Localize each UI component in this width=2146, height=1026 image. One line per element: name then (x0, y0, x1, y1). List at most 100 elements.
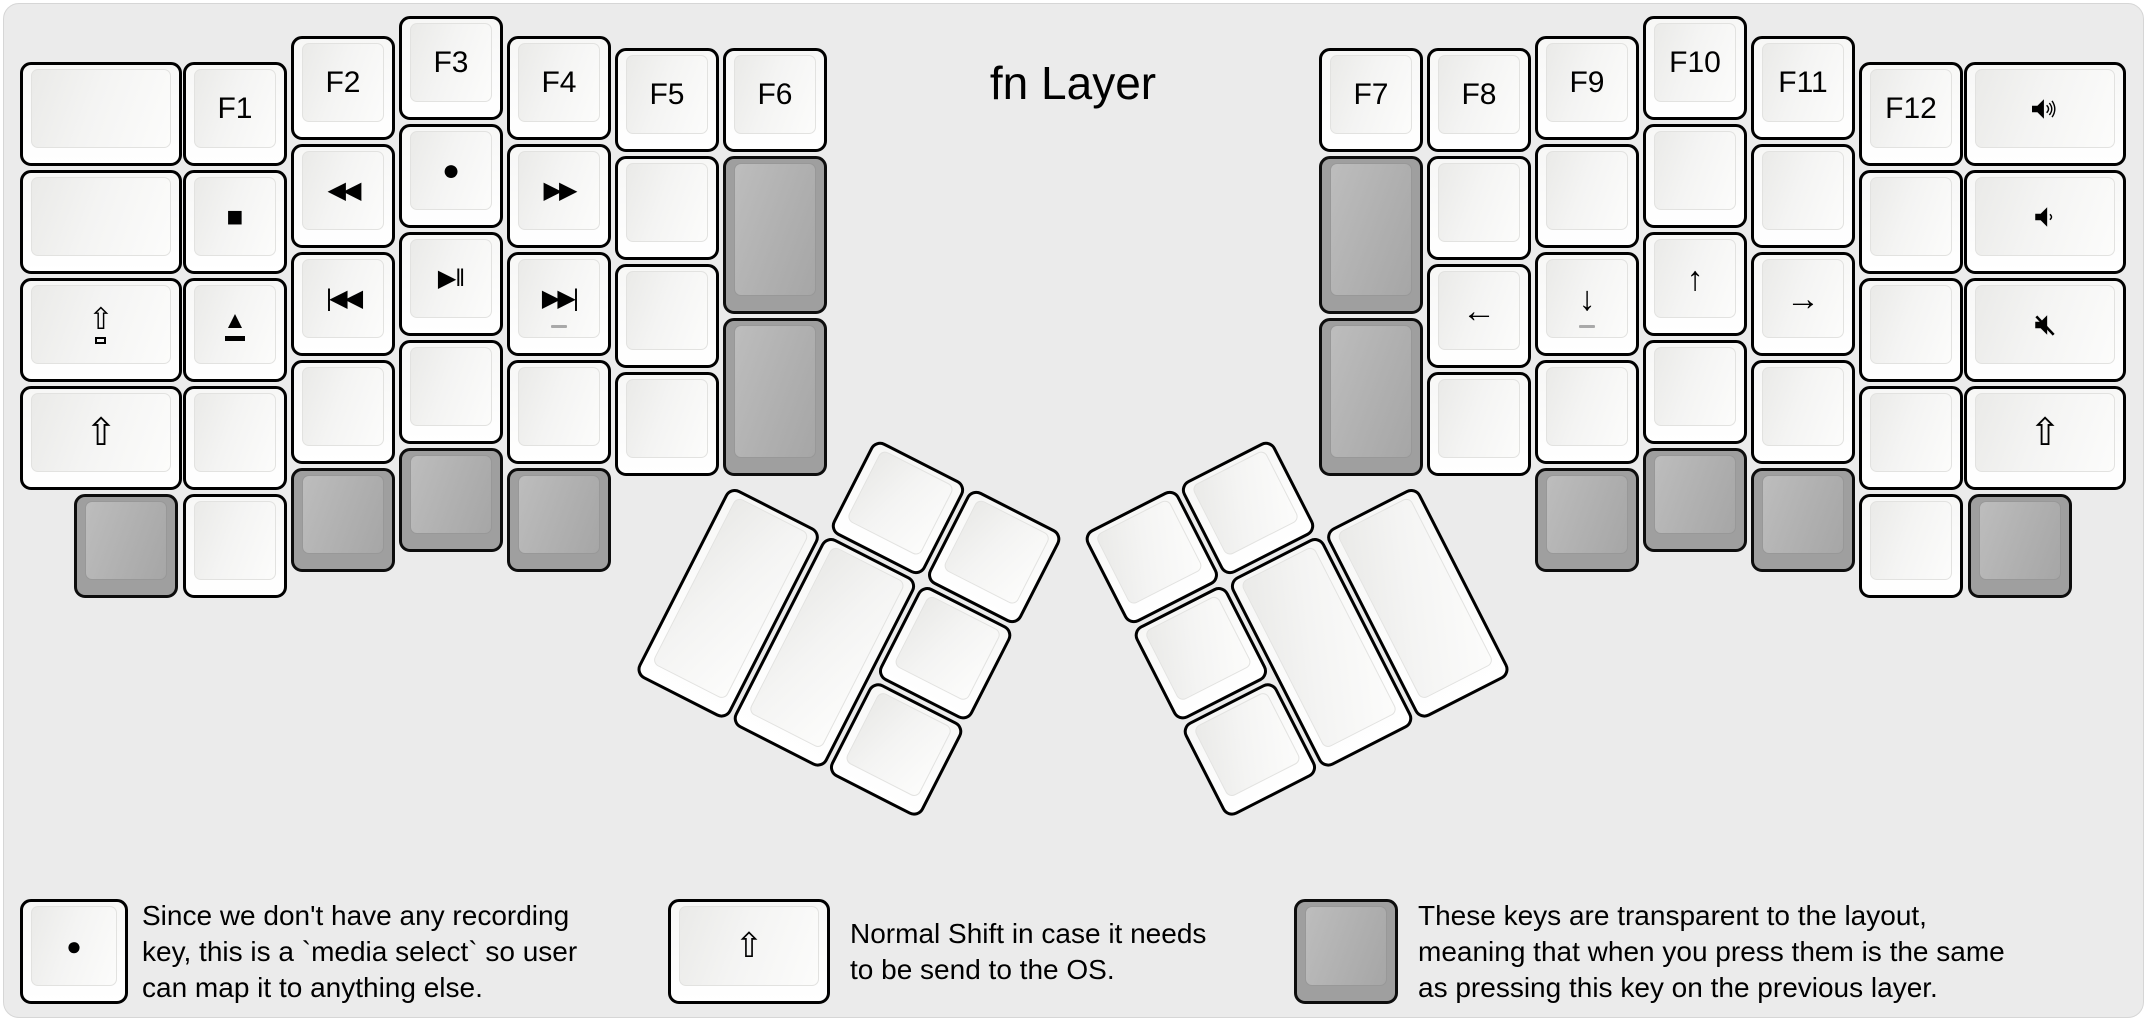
keycap-face (845, 449, 955, 557)
volume-down-icon (2035, 206, 2053, 227)
keycap-face (31, 69, 171, 148)
key-blank (183, 386, 287, 490)
keycap-face (85, 501, 167, 580)
keycap-face (1870, 285, 1952, 364)
key-f12: F12 (1859, 62, 1963, 166)
keycap-face (734, 163, 816, 296)
key-legend: ■ (226, 200, 244, 232)
key-legend: → (1786, 279, 1820, 318)
keycap-face (194, 393, 276, 472)
keycap-face (518, 475, 600, 554)
key-blank (1751, 360, 1855, 464)
keycap-face: ▲ (194, 285, 276, 364)
keycap-face (1330, 325, 1412, 458)
key-f4: F4 (507, 36, 611, 140)
key-legend: ▶‖ (437, 264, 465, 292)
keycap-face (194, 501, 276, 580)
key-legend: ↓ (1578, 279, 1596, 318)
keycap-face: ⇧ (679, 906, 819, 986)
key-transparent (1535, 468, 1639, 572)
keycap-face: ← (1438, 271, 1520, 350)
key-transparent (723, 318, 827, 476)
legend-line: These keys are transparent to the layout… (1418, 899, 1927, 931)
key-f11: F11 (1751, 36, 1855, 140)
keycap-face (1654, 455, 1736, 534)
keycap-face (1546, 151, 1628, 230)
key-blank (507, 360, 611, 464)
key-legend: ◀◀ (327, 176, 362, 204)
key-next-track: ▶▶| (507, 252, 611, 356)
key-arrow-up: ↑ (1643, 232, 1747, 336)
key-volume-down (1964, 170, 2126, 274)
key-f6: F6 (723, 48, 827, 152)
key-play-pause: ▶‖ (399, 232, 503, 336)
key-f1: F1 (183, 62, 287, 166)
keycap-face: ◀◀ (302, 151, 384, 230)
key-blank (183, 494, 287, 598)
key-blank (291, 360, 395, 464)
keycap-face: ■ (194, 177, 276, 256)
key-legend: F11 (1778, 65, 1828, 99)
key-legend: F4 (541, 65, 577, 99)
keycap-face (1438, 379, 1520, 458)
keycap-face (1094, 498, 1204, 606)
keycap-face: F6 (734, 55, 816, 134)
keycap-face: F10 (1654, 23, 1736, 102)
key-legend: ⇧ (734, 927, 764, 965)
keycap-face (734, 325, 816, 458)
keycap-face (1975, 285, 2115, 364)
key-transparent (723, 156, 827, 314)
key-transparent (1643, 448, 1747, 552)
key-legend: F9 (1569, 65, 1605, 99)
keycap-face (1438, 163, 1520, 242)
keycap-face (1975, 177, 2115, 256)
key-blank (1751, 144, 1855, 248)
key-f10: F10 (1643, 16, 1747, 120)
key-transparent (1319, 156, 1423, 314)
key-f3: F3 (399, 16, 503, 120)
key-prev-track: |◀◀ (291, 252, 395, 356)
key-legend: F3 (433, 45, 469, 79)
volume-up-icon (2032, 98, 2056, 119)
key-blank (20, 62, 182, 166)
keycap-face: ↓ (1546, 259, 1628, 338)
keycap-face: F12 (1870, 69, 1952, 148)
keycap-face: ↑ (1654, 239, 1736, 318)
key-legend: ← (1462, 291, 1496, 330)
key-legend: F10 (1669, 45, 1721, 79)
keycap-face: F1 (194, 69, 276, 148)
key-arrow-down: ↓ (1535, 252, 1639, 356)
key-transparent (1751, 468, 1855, 572)
key-blank (1859, 494, 1963, 598)
key-legend: ⇧ (85, 411, 117, 454)
legend-line: key, this is a `media select` so user (142, 935, 578, 967)
keycap-face (626, 379, 708, 458)
caps-lock-icon: ⇧ (88, 305, 114, 344)
key-record: ● (399, 124, 503, 228)
legend-key-1: ● (20, 899, 128, 1004)
legend-line: Normal Shift in case it needs (850, 917, 1207, 949)
key-blank (1535, 360, 1639, 464)
key-blank (615, 372, 719, 476)
legend-text-1: Since we don't have any recording key, th… (142, 899, 577, 1004)
keycap-face (1654, 131, 1736, 210)
keycap-face (1870, 393, 1952, 472)
legend-line: Since we don't have any recording (142, 899, 570, 931)
keycap-face (302, 475, 384, 554)
key-legend: ● (441, 153, 461, 187)
key-transparent (507, 468, 611, 572)
key-caps-lock: ⇧ (20, 278, 182, 382)
key-transparent (74, 494, 178, 598)
keycap-face (1762, 151, 1844, 230)
keycap-face (1305, 906, 1387, 986)
keycap-face (626, 163, 708, 242)
keycap-face (1762, 475, 1844, 554)
key-shift: ⇧ (20, 386, 182, 490)
key-legend: ▶▶| (541, 284, 579, 312)
keycap-face (942, 498, 1052, 606)
key-blank (1859, 278, 1963, 382)
key-f8: F8 (1427, 48, 1531, 152)
keycap-face: ▶‖ (410, 239, 492, 318)
keycap-face (410, 347, 492, 426)
